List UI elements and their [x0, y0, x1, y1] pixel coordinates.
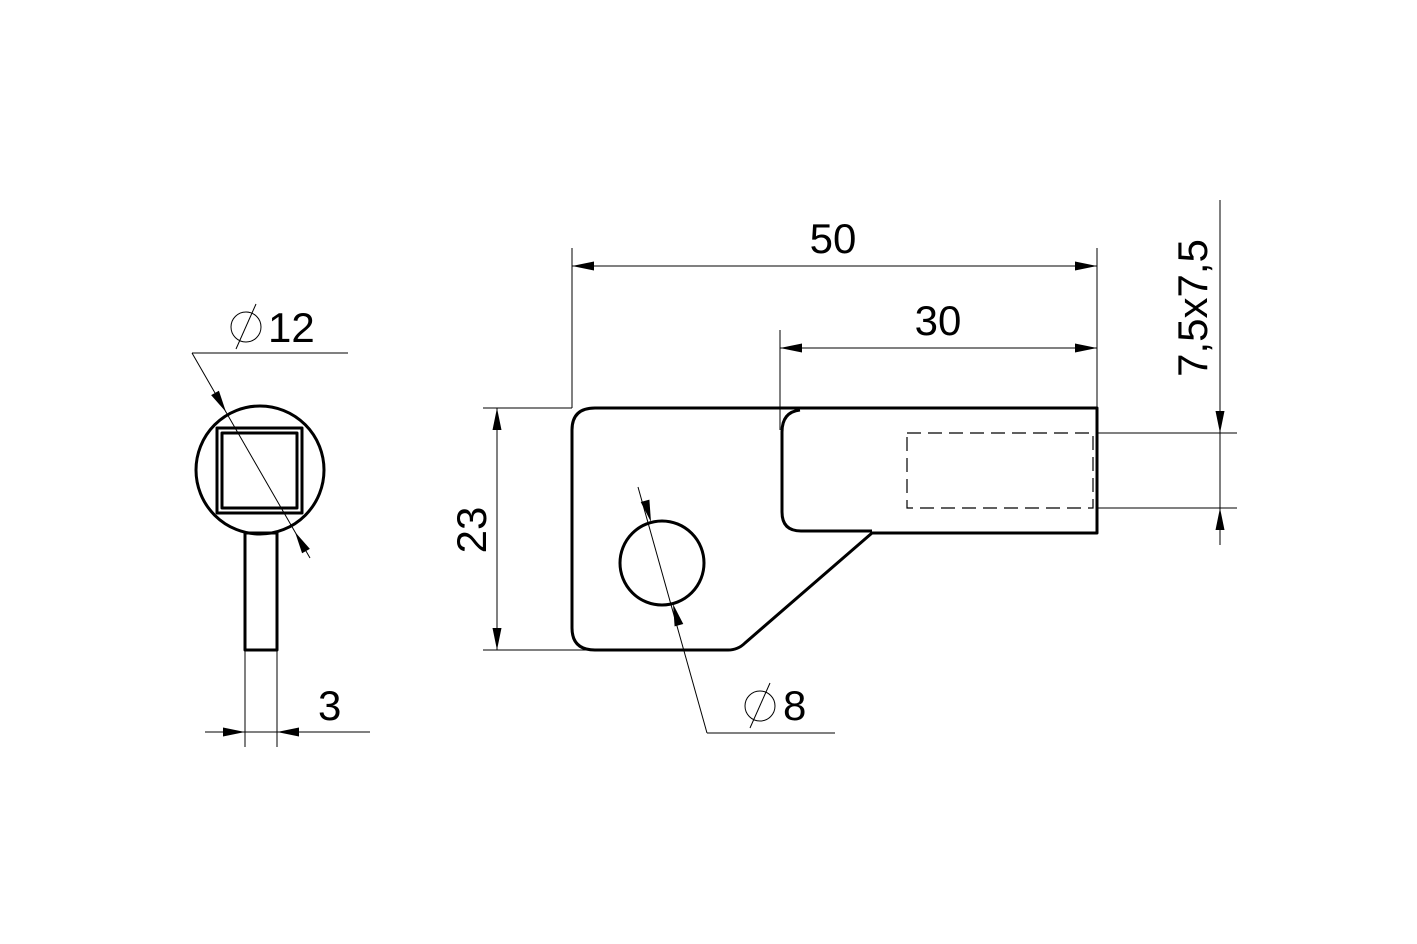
arrowhead	[780, 343, 802, 353]
slot-inner-outline	[780, 408, 872, 533]
square-inner	[220, 431, 299, 510]
square-outer	[215, 426, 304, 515]
bracket-outline	[570, 406, 1099, 652]
diameter-12-leader	[191, 352, 311, 559]
front-view: 50 30 23 7,5x7,5 8	[448, 200, 1237, 734]
arrowhead	[223, 727, 245, 737]
arrowhead	[1215, 411, 1225, 433]
arrowhead	[492, 408, 502, 430]
diameter-icon	[230, 303, 262, 350]
mounting-hole	[618, 519, 706, 607]
arrowhead	[640, 499, 651, 522]
side-view: 12 3	[191, 303, 370, 747]
stem-outline	[243, 531, 279, 652]
length-50-label: 50	[810, 215, 857, 262]
arrowhead	[295, 532, 310, 554]
round-head-outline	[194, 404, 326, 536]
hidden-square-socket	[906, 432, 1094, 509]
dimension-arrows	[211, 261, 1225, 737]
diameter-8-leader	[637, 486, 708, 734]
height-23-label: 23	[448, 507, 495, 554]
arrowhead	[211, 390, 226, 412]
socket-size-label: 7,5x7,5	[1169, 239, 1216, 377]
diameter-12-label: 12	[268, 304, 315, 351]
diameter-8-label: 8	[783, 682, 806, 729]
arrowhead	[1075, 261, 1097, 271]
arrowhead	[572, 261, 594, 271]
length-30-label: 30	[915, 297, 962, 344]
arrowhead	[492, 628, 502, 650]
thickness-3-label: 3	[318, 682, 341, 729]
arrowhead	[1215, 508, 1225, 530]
diameter-icon	[744, 682, 776, 729]
arrowhead	[277, 727, 299, 737]
arrowhead	[673, 604, 684, 627]
arrowhead	[1075, 343, 1097, 353]
